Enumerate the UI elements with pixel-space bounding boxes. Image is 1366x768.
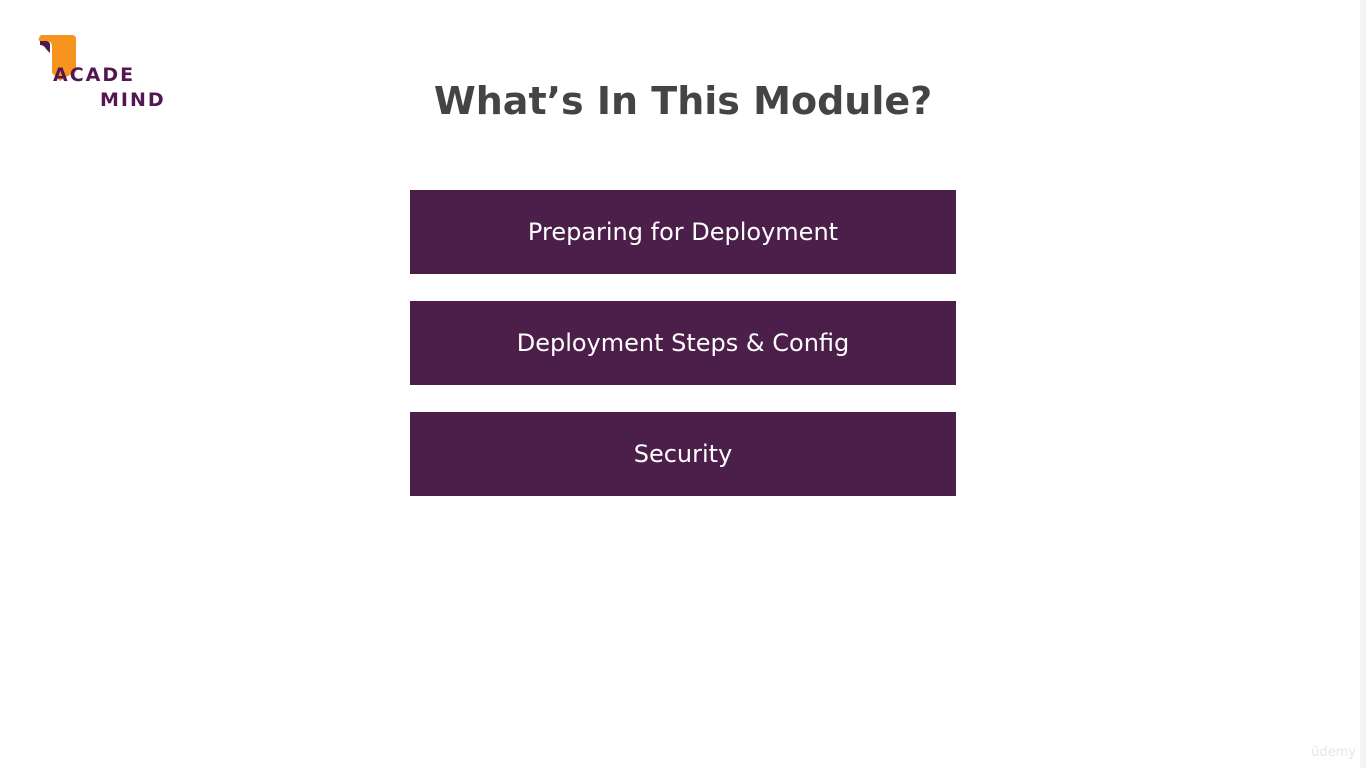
logo-text-line1: ACADE [53,64,136,86]
logo-bookmark-icon [38,35,76,81]
module-card-preparing-for-deployment: Preparing for Deployment [410,190,956,274]
udemy-watermark: üdemy [1311,745,1356,760]
logo-text-line2: MIND [100,89,166,111]
module-card-security: Security [410,412,956,496]
module-card-deployment-steps-config: Deployment Steps & Config [410,301,956,385]
academind-logo: ACADE MIND [38,33,178,113]
slide-edge [1360,0,1366,768]
slide-title: What’s In This Module? [433,79,933,123]
module-list: Preparing for Deployment Deployment Step… [410,190,956,496]
